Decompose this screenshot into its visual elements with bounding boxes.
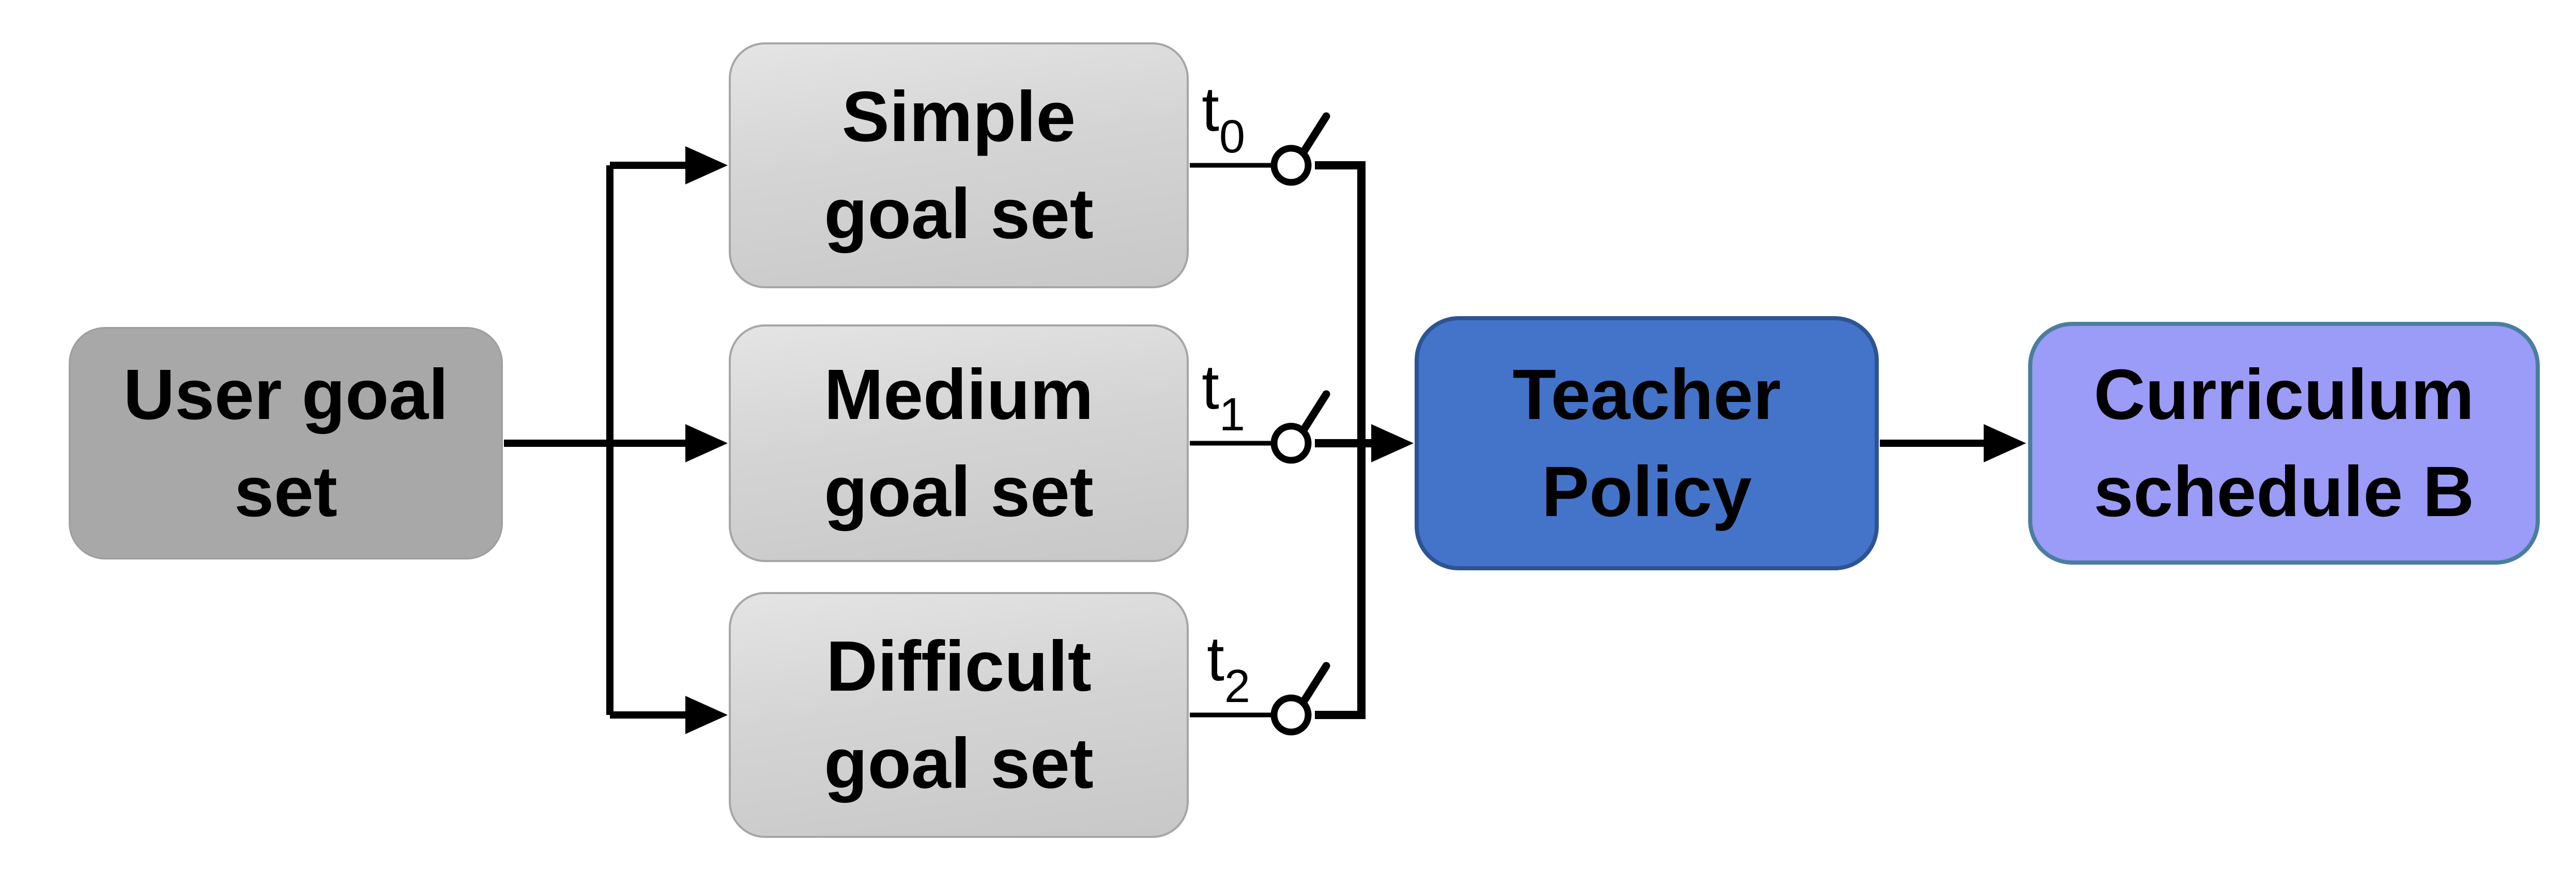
node-medium-goal-set: Medium goal set xyxy=(729,324,1189,562)
node-label-line: Teacher xyxy=(1512,355,1781,434)
node-label-line: User goal xyxy=(123,355,449,434)
switch-label-subscript: 2 xyxy=(1224,661,1250,712)
node-label-line: goal set xyxy=(824,724,1094,803)
node-label-line: Simple xyxy=(841,77,1076,157)
node-label-line: Policy xyxy=(1541,452,1752,532)
switch-icons xyxy=(1270,112,1330,736)
arrowhead-into-difficult xyxy=(685,696,728,734)
arrowhead-into-simple xyxy=(685,146,728,184)
node-user-goal-set: User goal set xyxy=(69,327,503,559)
arrowhead-into-teacher xyxy=(1371,424,1414,462)
switch-lever-t0 xyxy=(1299,112,1330,157)
switch-icon-t2 xyxy=(1270,662,1330,736)
switch-label-t2: t2 xyxy=(1207,627,1250,710)
node-label-line: set xyxy=(234,452,338,532)
node-label-line: Medium xyxy=(824,355,1094,434)
node-label-line: Curriculum xyxy=(2093,355,2475,434)
switch-label-subscript: 0 xyxy=(1219,111,1245,163)
switch-label-t0: t0 xyxy=(1202,74,1245,160)
switch-contact-t0 xyxy=(1270,145,1312,186)
node-label-line: goal set xyxy=(824,452,1094,532)
switch-label-base: t xyxy=(1202,352,1219,422)
switch-label-base: t xyxy=(1202,74,1219,144)
switch-label-base: t xyxy=(1207,624,1224,694)
switch-icon-t1 xyxy=(1270,390,1330,464)
node-label-line: schedule B xyxy=(2093,452,2475,532)
switch-icon-t0 xyxy=(1270,112,1330,186)
node-difficult-goal-set: Difficult goal set xyxy=(729,592,1189,838)
arrowhead-into-curriculum xyxy=(1984,424,2026,462)
node-label-line: Difficult xyxy=(826,627,1092,706)
node-label-line: goal set xyxy=(824,174,1094,254)
switch-label-subscript: 1 xyxy=(1219,389,1245,441)
connector-lines xyxy=(504,146,2026,734)
node-teacher-policy: Teacher Policy xyxy=(1415,316,1879,570)
switch-contact-t2 xyxy=(1270,694,1312,736)
arrowhead-into-medium xyxy=(685,424,728,462)
switch-lever-t1 xyxy=(1299,390,1330,435)
switch-label-t1: t1 xyxy=(1202,355,1245,438)
node-simple-goal-set: Simple goal set xyxy=(729,42,1189,288)
switch-lever-t2 xyxy=(1299,662,1330,707)
switch-contact-t1 xyxy=(1270,423,1312,464)
node-curriculum-schedule-b: Curriculum schedule B xyxy=(2028,322,2540,565)
